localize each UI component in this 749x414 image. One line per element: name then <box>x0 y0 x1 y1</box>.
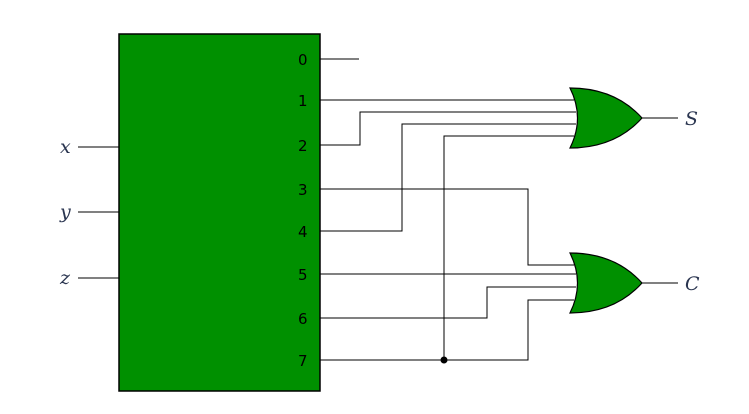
output-label-c: C <box>685 273 700 295</box>
or-gate-s <box>569 87 643 149</box>
output-label-1: 1 <box>298 92 308 110</box>
input-label-z: z <box>59 267 71 289</box>
input-label-x: x <box>60 136 71 158</box>
decoder-block <box>118 33 321 392</box>
wire-4-to-s <box>320 123 576 232</box>
input-label-y: y <box>59 201 71 223</box>
output-label-0: 0 <box>298 51 308 69</box>
output-label-5: 5 <box>298 266 308 284</box>
junction-dot <box>440 356 448 364</box>
output-label-4: 4 <box>298 223 308 241</box>
wire-7-to-c <box>320 299 574 361</box>
wire-6-to-c <box>320 286 576 319</box>
wire-3-to-c <box>320 188 574 266</box>
output-label-s: S <box>685 108 698 130</box>
output-label-7: 7 <box>298 352 308 370</box>
wire-2-to-s <box>320 111 576 146</box>
output-label-3: 3 <box>298 181 308 199</box>
wire-7-to-s <box>443 135 574 360</box>
output-label-6: 6 <box>298 310 308 328</box>
output-label-2: 2 <box>298 137 308 155</box>
or-gate-c <box>569 252 643 314</box>
